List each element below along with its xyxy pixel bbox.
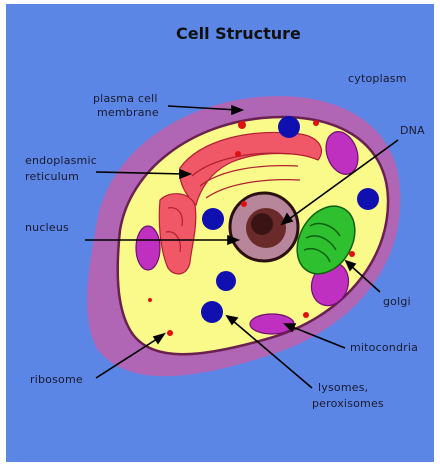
label-lysomes-line1: lysomes, bbox=[318, 382, 368, 394]
diagram-title: Cell Structure bbox=[176, 24, 301, 43]
label-plasma-membrane-line1: plasma cell bbox=[93, 93, 158, 105]
label-cytoplasm: cytoplasm bbox=[348, 73, 407, 85]
label-mitocondria: mitocondria bbox=[350, 342, 418, 354]
label-golgi: golgi bbox=[383, 296, 411, 308]
label-er-line2: reticulum bbox=[25, 171, 79, 183]
label-dna: DNA bbox=[400, 125, 425, 137]
label-lysomes-line2: peroxisomes bbox=[312, 398, 384, 410]
label-ribosome: ribosome bbox=[30, 374, 83, 386]
label-nucleus: nucleus bbox=[25, 222, 69, 234]
chromatin-shape bbox=[251, 213, 273, 235]
label-er-line1: endoplasmic bbox=[25, 155, 97, 167]
label-plasma-membrane-line2: membrane bbox=[97, 107, 159, 119]
